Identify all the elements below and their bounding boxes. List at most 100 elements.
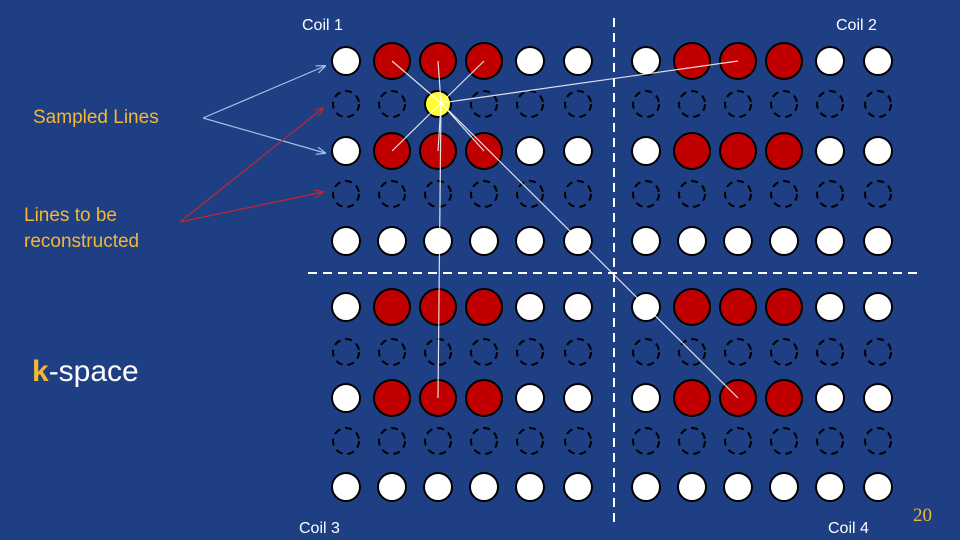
sampled-point [331,472,361,502]
missing-point [816,180,844,208]
sampled-point [631,472,661,502]
sampled-point [563,292,593,322]
reconstruct-arrow-1 [179,108,323,223]
kernel-source-point [465,288,503,326]
missing-point [724,338,752,366]
sampled-point [631,226,661,256]
missing-point [864,338,892,366]
kernel-link [437,102,442,399]
target-point [424,90,452,118]
sampled-point [515,383,545,413]
sampled-point [377,472,407,502]
missing-point [378,338,406,366]
kernel-source-point [673,379,711,417]
sampled-point [815,472,845,502]
missing-point [516,90,544,118]
sampled-point [815,46,845,76]
kernel-link [440,60,485,104]
sampled-point [723,472,753,502]
missing-point [632,338,660,366]
coil-1-label: Coil 1 [302,17,343,34]
sampled-point [515,226,545,256]
missing-point [724,427,752,455]
sampled-point [331,136,361,166]
sampled-point [563,472,593,502]
missing-point [864,180,892,208]
kernel-link [440,102,485,152]
kernel-source-point [765,288,803,326]
kspace-title-rest: -space [48,355,139,388]
missing-point [332,427,360,455]
sampled-point [631,136,661,166]
sampled-point [515,472,545,502]
sampled-point [677,472,707,502]
kernel-source-point [373,288,411,326]
missing-point [564,338,592,366]
sampled-point [331,226,361,256]
sampled-point [515,46,545,76]
sampled-point [423,472,453,502]
sampled-point [515,292,545,322]
missing-point [816,338,844,366]
sampled-point [515,136,545,166]
sampled-point [469,472,499,502]
kernel-link [391,102,442,152]
kernel-link [440,102,739,399]
lines-to-reconstruct-label: Lines to be reconstructed [24,205,140,252]
sampled-point [863,292,893,322]
missing-point [678,90,706,118]
missing-point [724,90,752,118]
sampled-arrow-2 [202,117,325,153]
sampled-lines-label: Sampled Lines [33,107,159,128]
missing-point [770,427,798,455]
sampled-point [815,383,845,413]
kernel-source-point [765,379,803,417]
kernel-source-point [673,288,711,326]
sampled-point [863,46,893,76]
sampled-point [863,472,893,502]
sampled-point [563,136,593,166]
sampled-point [769,226,799,256]
missing-point [332,90,360,118]
kernel-source-point [465,379,503,417]
sampled-arrow-1 [202,66,325,119]
missing-point [678,180,706,208]
missing-point [564,427,592,455]
missing-point [864,90,892,118]
coil-4-label: Coil 4 [828,520,869,537]
missing-point [378,180,406,208]
kernel-source-point [765,132,803,170]
missing-point [632,90,660,118]
missing-point [816,427,844,455]
sampled-point [331,46,361,76]
missing-point [470,338,498,366]
kspace-title-k: k [32,355,49,388]
sampled-point [469,226,499,256]
kernel-source-point [673,42,711,80]
sampled-point [563,46,593,76]
kernel-source-point [719,288,757,326]
missing-point [632,180,660,208]
sampled-point [423,226,453,256]
missing-point [516,427,544,455]
missing-point [470,90,498,118]
reconstruct-arrow-2 [179,192,323,223]
kernel-link [391,60,442,104]
missing-point [816,90,844,118]
coil-3-label: Coil 3 [299,520,340,537]
sampled-point [377,226,407,256]
missing-point [470,427,498,455]
missing-point [864,427,892,455]
missing-point [564,90,592,118]
missing-point [378,90,406,118]
kernel-source-point [673,132,711,170]
kernel-link [440,60,739,104]
kernel-source-point [419,288,457,326]
missing-point [724,180,752,208]
missing-point [770,338,798,366]
missing-point [470,180,498,208]
missing-point [516,180,544,208]
missing-point [678,338,706,366]
kernel-source-point [719,132,757,170]
missing-point [378,427,406,455]
